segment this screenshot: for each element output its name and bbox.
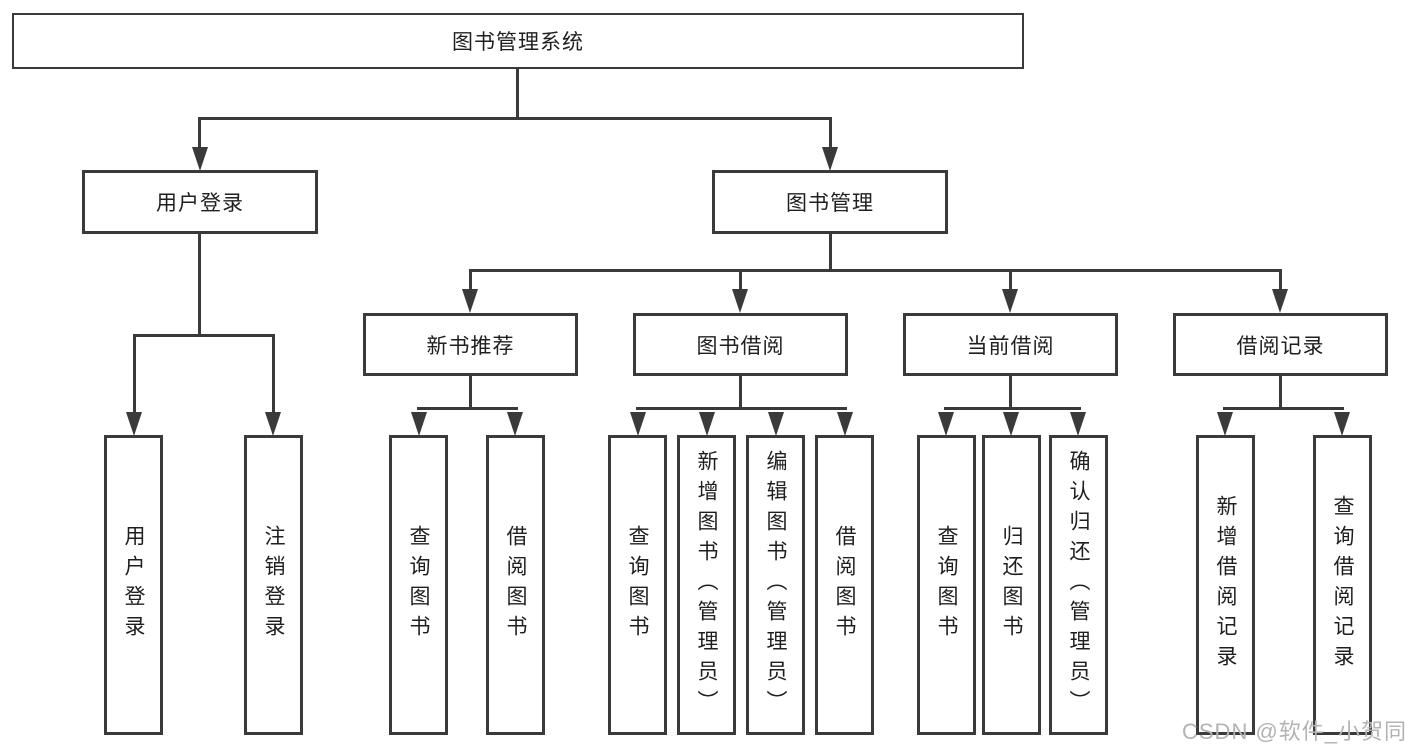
node-borrow-record: 借阅记录: [1173, 313, 1388, 376]
connector-line: [133, 334, 275, 337]
node-book-borrow: 图书借阅: [633, 313, 848, 376]
connector-line: [1009, 376, 1012, 410]
connector-arrow: [126, 412, 142, 436]
connector-arrow: [1272, 289, 1288, 313]
leaf-borrow-books-recommend-label: 借阅图书: [504, 525, 528, 645]
leaf-borrow-books-recommend: 借阅图书: [486, 435, 545, 735]
connector-line: [739, 269, 742, 291]
connector-line: [198, 234, 201, 337]
connector-arrow: [1003, 412, 1019, 436]
leaf-query-books-recommend: 查询图书: [389, 435, 448, 735]
connector-line: [1223, 407, 1344, 410]
leaf-query-borrow-record-label: 查询借阅记录: [1331, 495, 1355, 675]
node-borrow-record-label: 借阅记录: [1236, 334, 1325, 358]
leaf-borrow-books: 借阅图书: [815, 435, 874, 735]
node-book-management-label: 图书管理: [786, 192, 874, 215]
connector-line: [272, 334, 275, 414]
leaf-user-login: 用户登录: [104, 435, 163, 735]
connector-line: [1279, 376, 1282, 410]
connector-arrow: [630, 412, 646, 436]
leaf-query-books-current-label: 查询图书: [935, 525, 959, 645]
leaf-query-borrow-record: 查询借阅记录: [1313, 435, 1372, 735]
connector-line: [636, 407, 847, 410]
node-new-book-recommend-label: 新书推荐: [426, 334, 515, 358]
connector-arrow: [699, 412, 715, 436]
leaf-edit-book-admin-label: 编辑图书（管理员）: [764, 450, 788, 720]
leaf-add-book-admin-label: 新增图书（管理员）: [695, 450, 719, 720]
node-user-login: 用户登录: [82, 170, 318, 234]
leaf-query-books-borrow: 查询图书: [608, 435, 667, 735]
leaf-return-book-label: 归还图书: [1000, 525, 1024, 645]
leaf-edit-book-admin: 编辑图书（管理员）: [746, 435, 805, 735]
connector-line: [829, 117, 832, 151]
connector-arrow: [462, 289, 478, 313]
connector-arrow: [192, 147, 208, 171]
connector-arrow: [768, 412, 784, 436]
connector-line: [1009, 269, 1012, 291]
connector-arrow: [1070, 412, 1086, 436]
leaf-confirm-return-admin-label: 确认归还（管理员）: [1067, 450, 1091, 720]
leaf-return-book: 归还图书: [982, 435, 1041, 735]
connector-arrow: [1217, 412, 1233, 436]
connector-line: [829, 234, 832, 272]
connector-arrow: [837, 412, 853, 436]
leaf-query-books-current: 查询图书: [917, 435, 976, 735]
node-root-label: 图书管理系统: [452, 31, 584, 54]
node-new-book-recommend: 新书推荐: [363, 313, 578, 376]
connector-line: [469, 269, 1282, 272]
leaf-borrow-books-label: 借阅图书: [833, 525, 857, 645]
leaf-logout: 注销登录: [244, 435, 303, 735]
leaf-add-book-admin: 新增图书（管理员）: [677, 435, 736, 735]
leaf-logout-label: 注销登录: [262, 525, 286, 645]
watermark: CSDN @软件_小贺同学: [1182, 719, 1405, 744]
node-book-management: 图书管理: [712, 170, 948, 234]
leaf-add-borrow-record: 新增借阅记录: [1196, 435, 1255, 735]
node-root: 图书管理系统: [12, 13, 1024, 69]
connector-arrow: [507, 412, 523, 436]
connector-arrow: [822, 147, 838, 171]
connector-line: [516, 69, 519, 119]
connector-arrow: [938, 412, 954, 436]
connector-line: [198, 117, 201, 151]
node-current-borrow-label: 当前借阅: [966, 334, 1055, 358]
connector-arrow: [1002, 289, 1018, 313]
leaf-add-borrow-record-label: 新增借阅记录: [1214, 495, 1238, 675]
connector-arrow: [265, 412, 281, 436]
connector-line: [198, 117, 832, 120]
connector-arrow: [1334, 412, 1350, 436]
connector-arrow: [411, 412, 427, 436]
node-book-borrow-label: 图书借阅: [696, 334, 785, 358]
leaf-confirm-return-admin: 确认归还（管理员）: [1049, 435, 1108, 735]
connector-arrow: [732, 289, 748, 313]
node-current-borrow: 当前借阅: [903, 313, 1118, 376]
connector-line: [469, 376, 472, 410]
leaf-user-login-label: 用户登录: [122, 525, 146, 645]
leaf-query-books-borrow-label: 查询图书: [626, 525, 650, 645]
leaf-query-books-recommend-label: 查询图书: [407, 525, 431, 645]
connector-line: [469, 269, 472, 291]
connector-line: [417, 407, 518, 410]
node-user-login-label: 用户登录: [156, 192, 244, 215]
connector-line: [739, 376, 742, 410]
connector-line: [944, 407, 1081, 410]
connector-line: [1279, 269, 1282, 291]
connector-line: [133, 334, 136, 414]
